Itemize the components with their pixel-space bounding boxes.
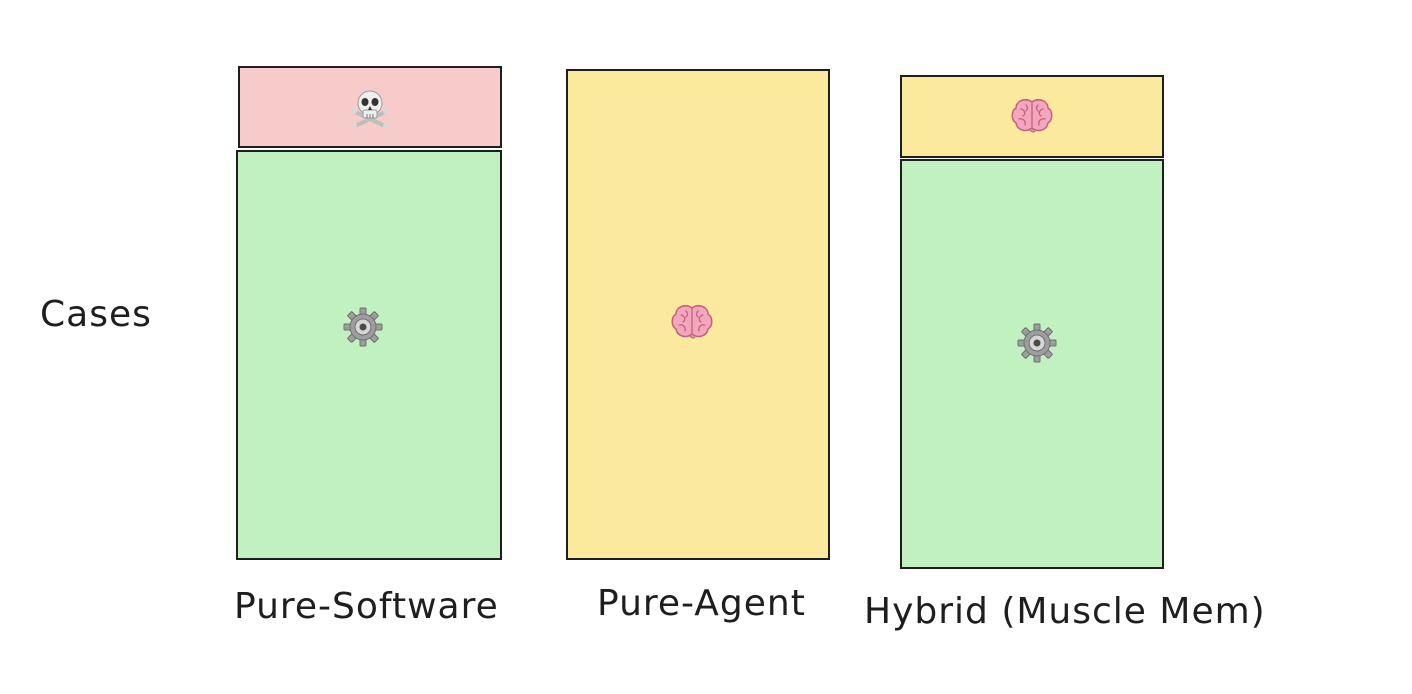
y-axis-label: Cases [40,294,152,335]
column-label: Hybrid (Muscle Mem) [864,591,1266,632]
gear-icon [1017,323,1057,363]
agent-block [566,69,830,560]
agent-block [900,75,1164,158]
software-block [900,159,1164,569]
column-label: Pure-Agent [597,583,806,624]
column-label: Pure-Software [234,586,499,627]
skull-crossbones-icon [351,90,389,128]
gear-icon [343,307,383,347]
brain-icon [671,305,713,339]
brain-icon [1011,99,1053,133]
software-block [236,150,502,560]
failure-block [238,66,502,148]
